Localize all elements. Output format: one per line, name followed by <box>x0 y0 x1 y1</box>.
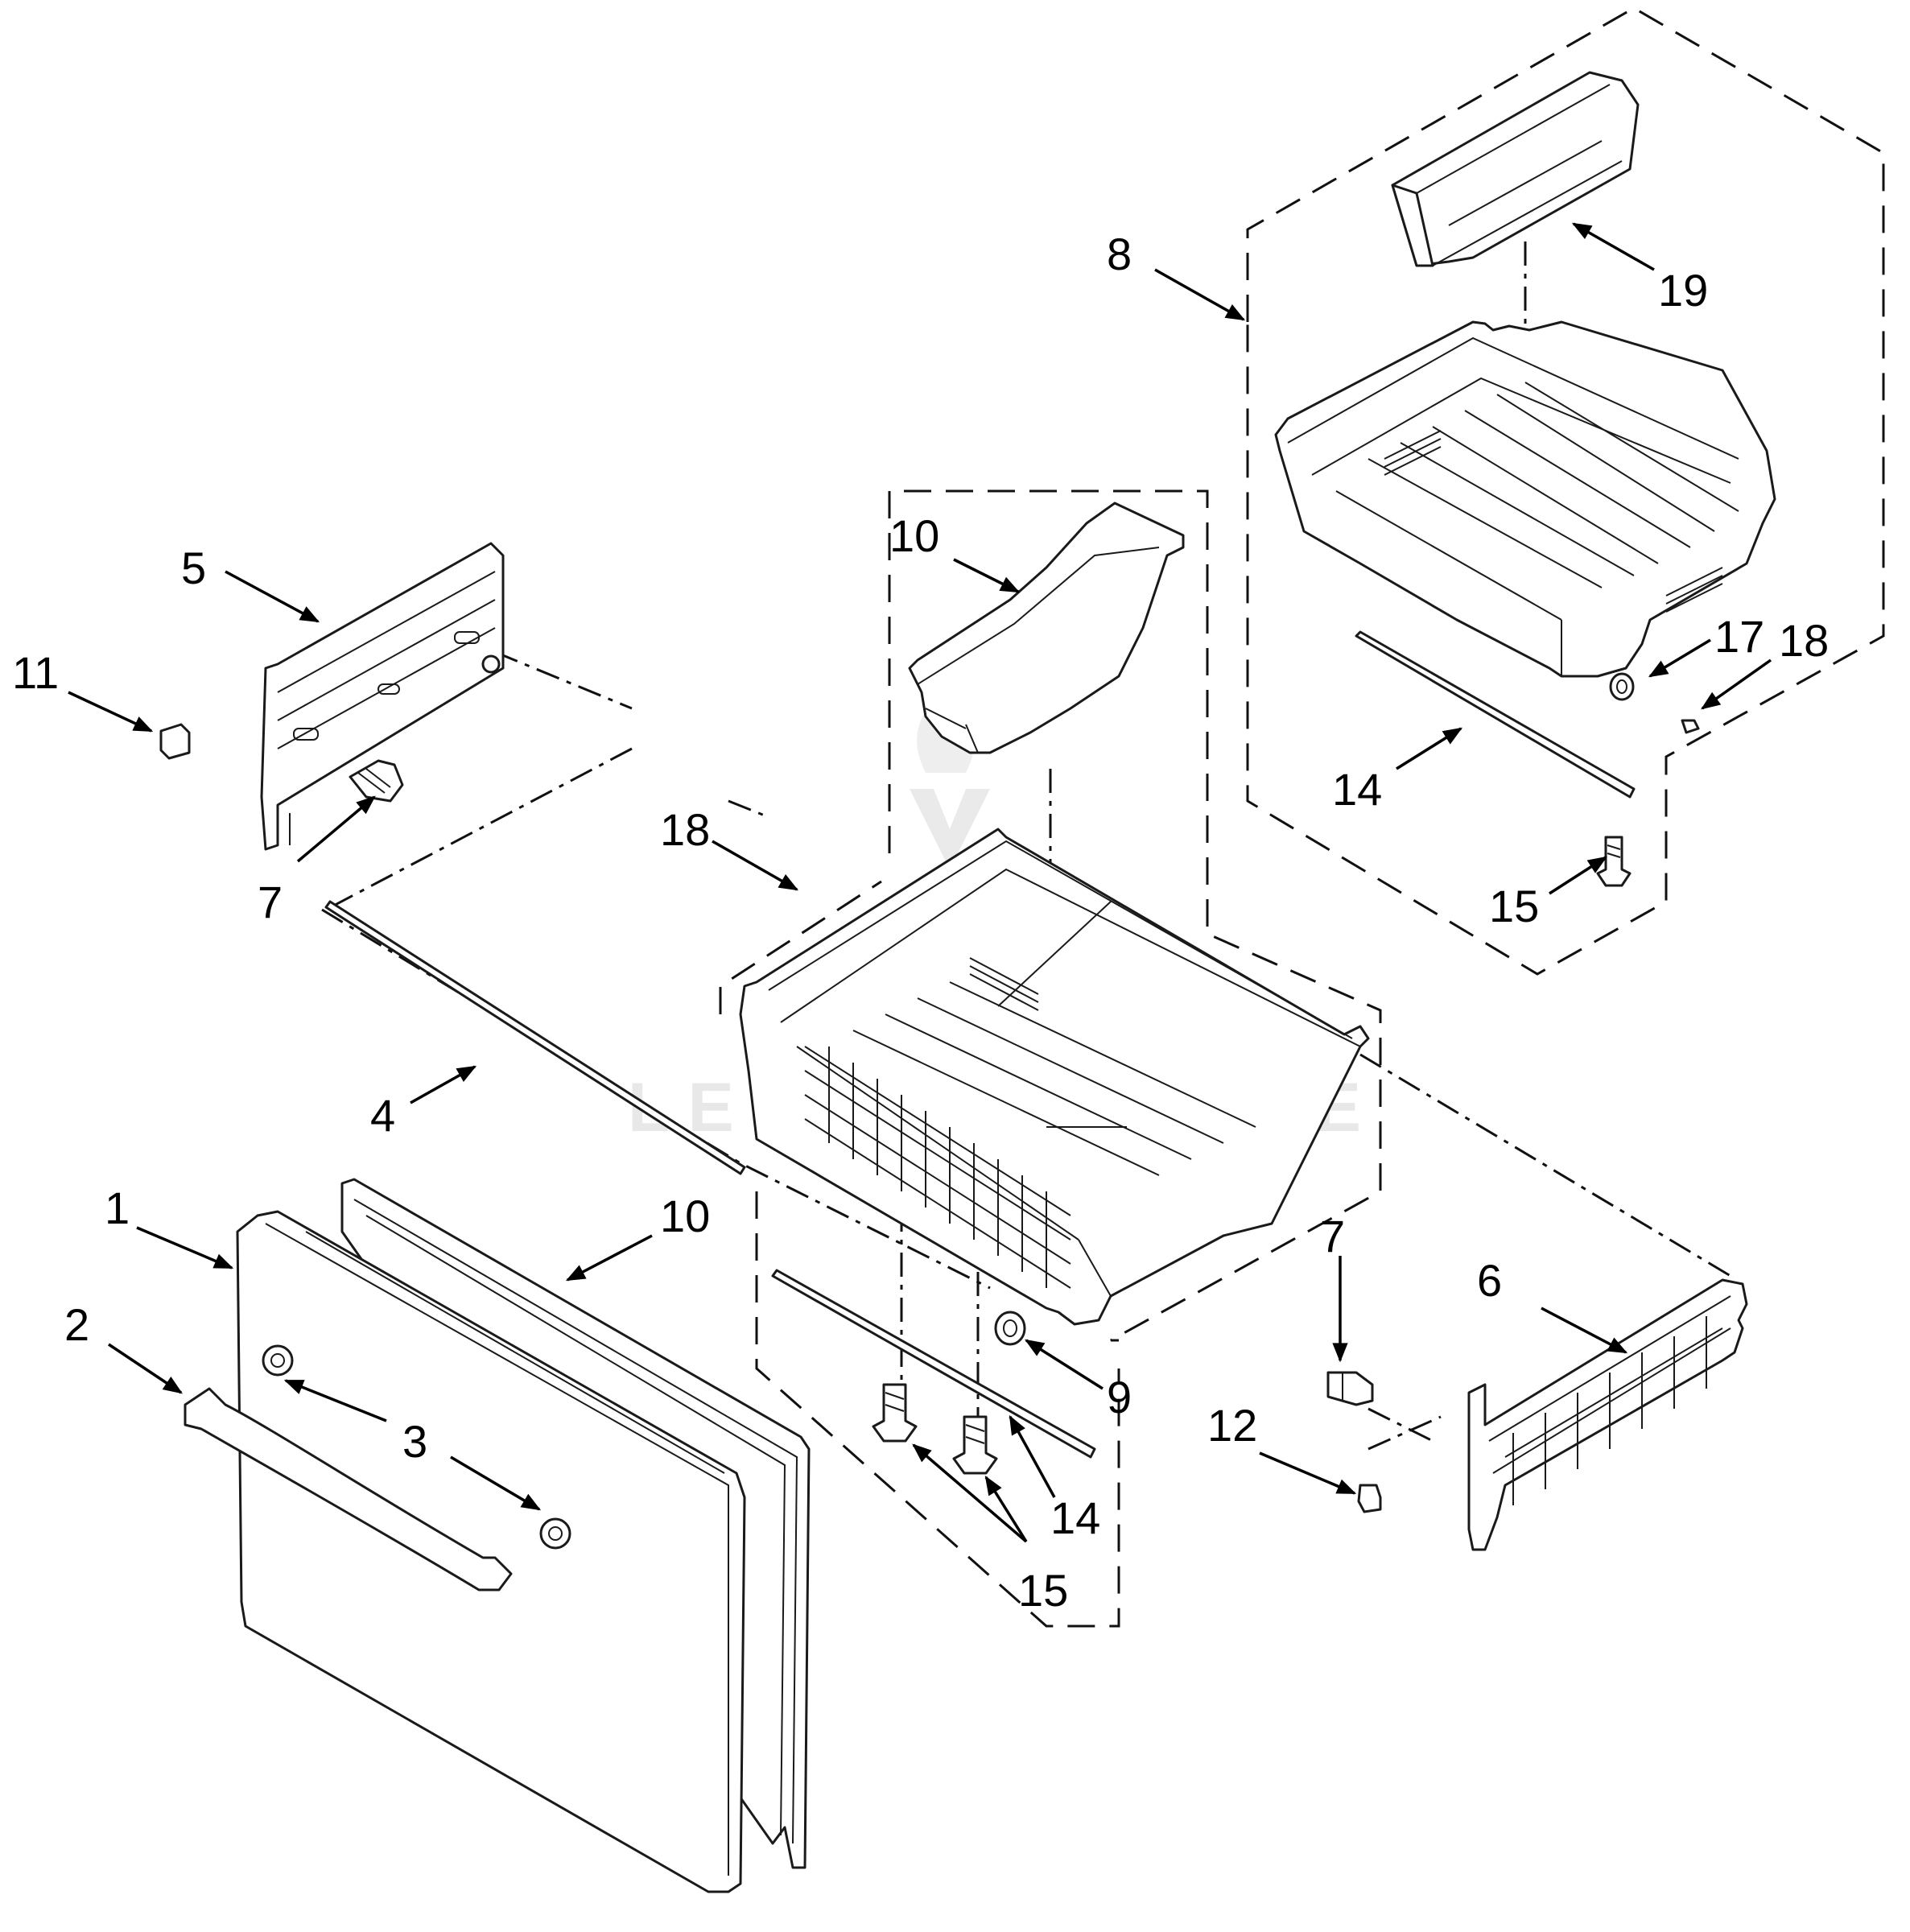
callout-9: 9 <box>1107 1372 1132 1422</box>
part-18-main-bin <box>739 828 1370 1326</box>
callout-6: 6 <box>1477 1255 1502 1306</box>
part-15-lower-screw-a <box>872 1383 918 1443</box>
callout-16: 17 <box>1714 611 1764 662</box>
part-3-screw-upper <box>262 1344 294 1377</box>
callout-7-right: 7 <box>1320 1211 1345 1261</box>
callout-2: 2 <box>64 1299 89 1350</box>
callout-14-upper: 14 <box>1332 764 1382 815</box>
callout-17: 18 <box>1779 615 1829 666</box>
part-17-screw <box>1681 719 1700 734</box>
callout-1: 1 <box>105 1183 130 1233</box>
front-grille <box>804 1046 1071 1289</box>
callout-5: 5 <box>181 543 206 593</box>
center-lines <box>321 242 1731 1451</box>
part-8-freezer-basket <box>1274 320 1776 678</box>
part-5-left-slide <box>260 542 505 851</box>
callout-12: 11 <box>12 647 59 698</box>
part-13-clip <box>1357 1484 1382 1513</box>
part-16-wheel <box>1609 672 1635 701</box>
callout-4: 4 <box>370 1090 395 1141</box>
part-7-left-screw <box>349 759 404 803</box>
part-1-drawer-front <box>236 1210 746 1893</box>
callout-18-text: 18 <box>660 804 710 855</box>
vent-slots <box>1384 430 1723 613</box>
part-4-left-rail <box>324 900 746 1175</box>
callout-3: 3 <box>402 1416 427 1467</box>
callout-11: 10 <box>660 1191 710 1241</box>
part-9-wheel <box>994 1311 1026 1346</box>
callout-leaders <box>68 222 1772 1543</box>
part-12-clip <box>159 723 191 760</box>
part-19-small-bin <box>1391 71 1640 267</box>
callout-14-lower: 14 <box>1050 1492 1100 1543</box>
callout-10: 10 <box>889 510 939 561</box>
part-15-upper-screw <box>1596 836 1632 887</box>
part-14-lower-rail <box>771 1269 1096 1459</box>
callout-15-upper: 15 <box>1489 881 1539 931</box>
callout-19: 19 <box>1658 265 1708 316</box>
part-14-upper-rail <box>1355 630 1636 799</box>
part-15-lower-screw-b <box>952 1415 998 1475</box>
bin-vents <box>969 957 1039 1011</box>
callout-7-left: 7 <box>258 877 283 927</box>
callout-labels: 8 19 10 17 18 14 15 18 19 5 11 7 4 1 10 … <box>12 229 1829 1616</box>
part-3-screw-lower <box>539 1517 571 1550</box>
part-7-right-screw <box>1326 1371 1374 1406</box>
assembly-outlines <box>719 6 1885 1628</box>
callout-13: 12 <box>1207 1400 1257 1451</box>
part-2-handle <box>184 1387 513 1591</box>
callout-15-lower: 15 <box>1018 1565 1068 1616</box>
part-10-middle-bin <box>908 502 1185 754</box>
part-6-right-slide <box>1467 1278 1748 1551</box>
callout-8: 8 <box>1107 229 1132 279</box>
